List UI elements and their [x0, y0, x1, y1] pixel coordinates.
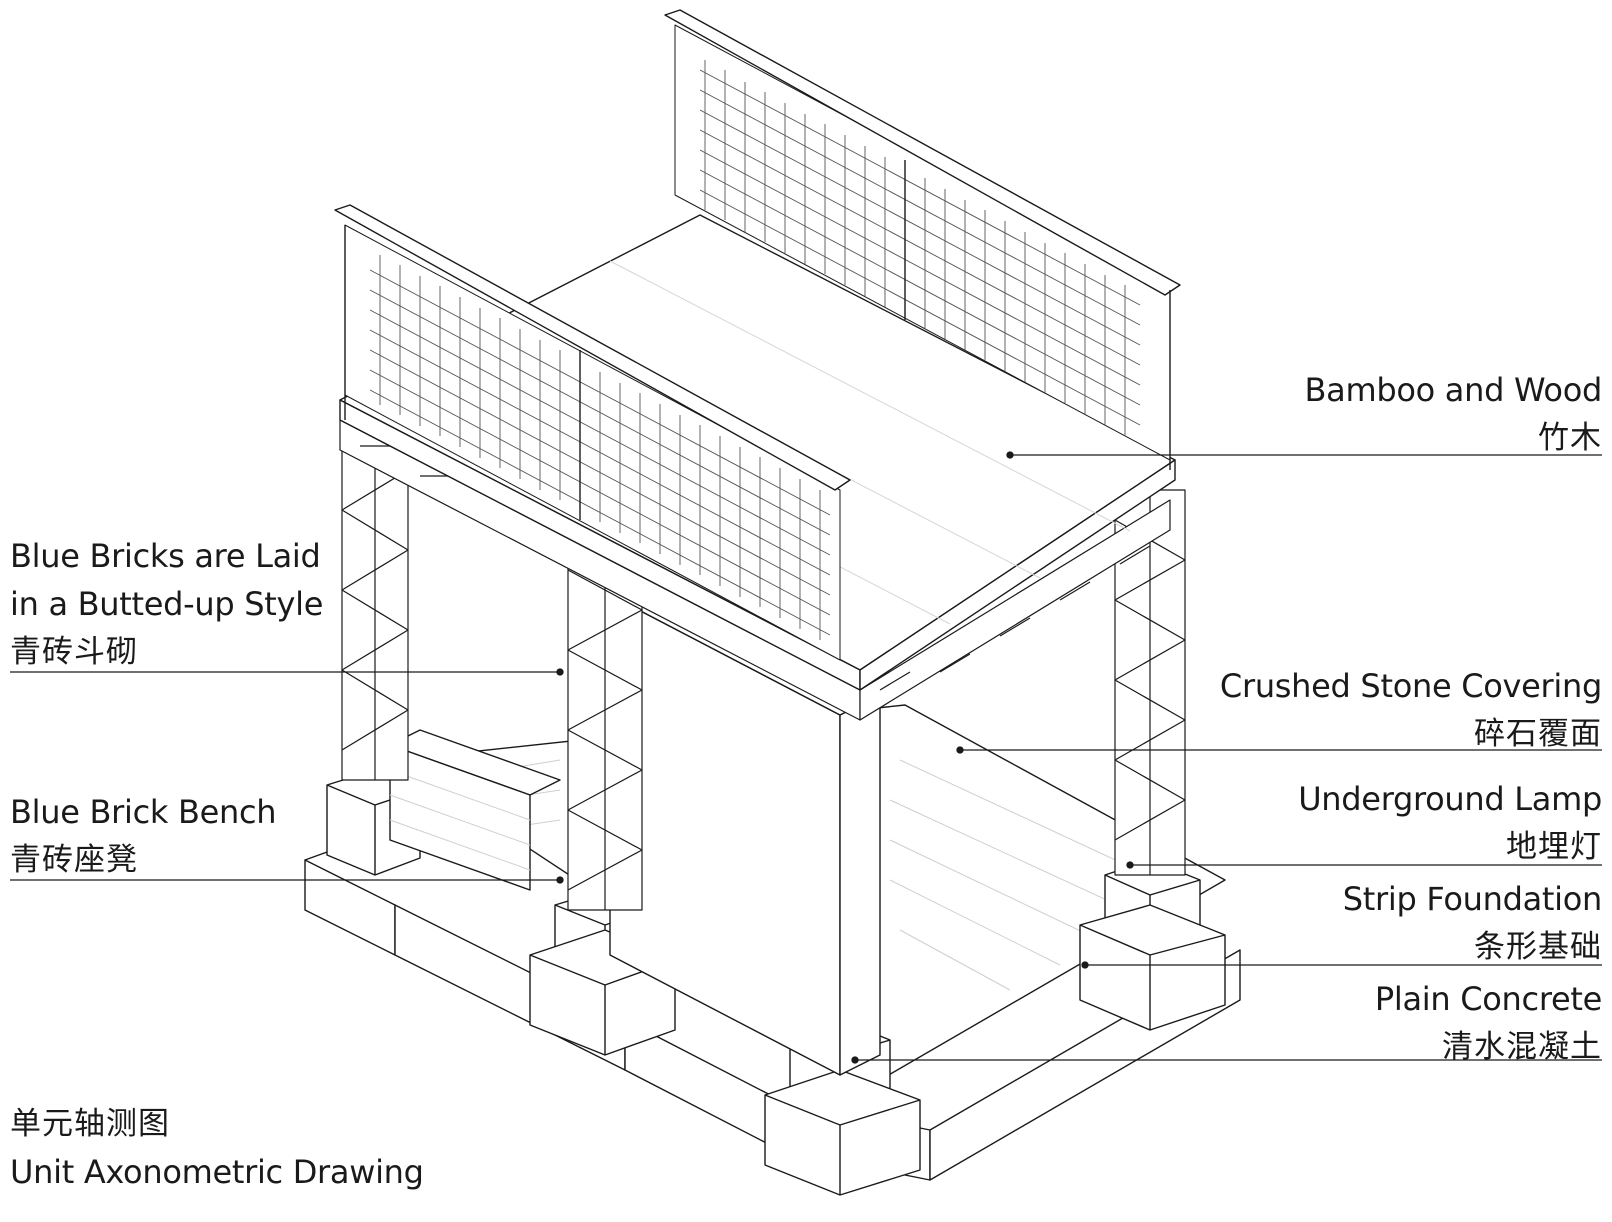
callout-crushed-stone-cn: 碎石覆面 [1474, 716, 1602, 752]
callout-strip-foundation: Strip Foundation 条形基础 [1342, 875, 1603, 971]
callout-underground-lamp-cn: 地埋灯 [1506, 829, 1602, 865]
callout-crushed-stone-en: Crushed Stone Covering [1219, 667, 1602, 705]
callout-bamboo-wood-cn: 竹木 [1538, 420, 1602, 456]
callout-bamboo-wood: Bamboo and Wood 竹木 [1305, 366, 1603, 462]
callout-strip-foundation-en: Strip Foundation [1342, 880, 1603, 918]
leader-lines [10, 451, 1602, 1064]
callout-plain-concrete-en: Plain Concrete [1374, 980, 1602, 1018]
callout-plain-concrete-cn: 清水混凝土 [1442, 1029, 1602, 1065]
blue-brick-bench [389, 729, 561, 891]
drawing-caption-en: Unit Axonometric Drawing [10, 1153, 424, 1191]
callout-blue-bricks-laid-cn: 青砖斗砌 [10, 634, 138, 670]
bamboo-screens [334, 9, 1181, 661]
callout-blue-bricks-laid-en-1: Blue Bricks are Laid [10, 537, 321, 575]
callout-underground-lamp: Underground Lamp 地埋灯 [1298, 775, 1602, 871]
callout-bamboo-wood-en: Bamboo and Wood [1304, 371, 1603, 409]
callout-strip-foundation-cn: 条形基础 [1474, 929, 1602, 965]
lattice-columns [341, 399, 1186, 911]
callout-blue-bricks-laid-en-2: in a Butted-up Style [10, 585, 324, 623]
drawing-caption-cn: 单元轴测图 [10, 1106, 170, 1142]
callout-blue-brick-bench-cn: 青砖座凳 [10, 842, 138, 878]
callout-plain-concrete: Plain Concrete 清水混凝土 [1375, 975, 1602, 1071]
drawing-caption: 单元轴测图 Unit Axonometric Drawing [10, 1100, 424, 1196]
callout-blue-brick-bench-en: Blue Brick Bench [10, 793, 277, 831]
callout-underground-lamp-en: Underground Lamp [1298, 780, 1602, 818]
callout-blue-brick-bench: Blue Brick Bench 青砖座凳 [10, 788, 277, 884]
callout-blue-bricks-laid: Blue Bricks are Laid in a Butted-up Styl… [10, 532, 323, 676]
callout-crushed-stone: Crushed Stone Covering 碎石覆面 [1220, 662, 1602, 758]
